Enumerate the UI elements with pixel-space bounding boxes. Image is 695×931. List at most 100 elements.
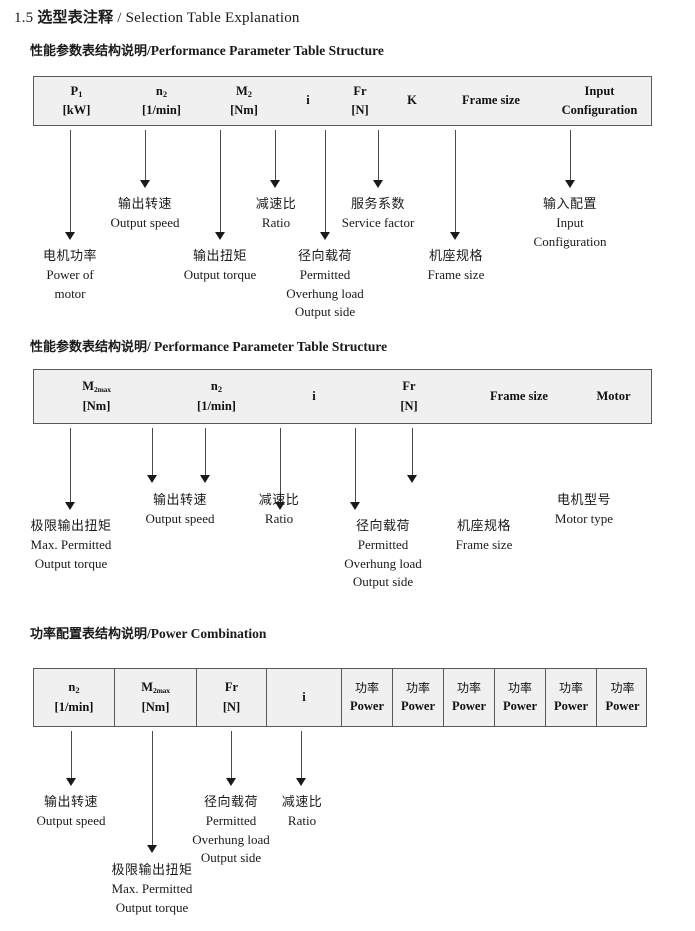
table3-col-power-3-en: Power <box>451 699 486 714</box>
note-max-permitted-output-torque-en-2: Output torque <box>34 555 108 571</box>
note-max-permitted-output-torque-3-cn: 极限输出扭矩 <box>111 863 193 878</box>
table3-col-n2: n2 [1/min] <box>34 669 114 726</box>
note-overhung-load-2-cn: 径向载荷 <box>355 519 410 534</box>
arrow-power-of-motor <box>65 130 76 240</box>
section-2-heading-separator: / <box>147 339 151 354</box>
table3-col-m2max-unit: [Nm] <box>141 699 170 714</box>
note-max-permitted-output-torque-3: 极限输出扭矩 Max. Permitted Output torque <box>111 862 192 917</box>
note-output-speed-2-cn: 输出转速 <box>152 493 207 508</box>
table3-col-m2max-symbol: M2max <box>141 680 170 696</box>
arrow-max-permitted-output-torque <box>65 428 76 510</box>
table3-col-power-4: 功率 Power <box>494 669 545 726</box>
page-title-separator: / <box>117 10 122 26</box>
note-output-speed-2: 输出转速 Output speed <box>146 492 215 529</box>
table3-col-i-symbol: i <box>302 689 306 704</box>
table2-col-motor-label: Motor <box>596 388 631 403</box>
note-motor-type: 电机型号 Motor type <box>555 492 613 529</box>
table1-col-n2-symbol: n2 <box>155 83 168 99</box>
power-combination-table-header: n2 [1/min] M2max [Nm] Fr [N] i 功率 Power … <box>33 668 647 727</box>
performance-parameter-table-2-header: M2max [Nm] n2 [1/min] i Fr [N] Frame siz… <box>33 369 652 424</box>
table2-col-n2-symbol: n2 <box>210 379 223 395</box>
note-ratio-cn: 减速比 <box>255 197 297 212</box>
note-output-torque-cn: 输出扭矩 <box>192 249 248 264</box>
table1-col-p1-unit: [kW] <box>62 103 91 117</box>
note-max-permitted-output-torque: 极限输出扭矩 Max. Permitted Output torque <box>30 518 111 573</box>
table3-col-fr-unit: [N] <box>222 699 241 714</box>
note-ratio-en-1: Ratio <box>261 215 291 231</box>
section-2-heading-chinese: 性能参数表结构说明 <box>30 340 148 355</box>
table2-col-i: i <box>274 370 354 423</box>
table1-col-fr-unit: [N] <box>351 103 369 117</box>
note-overhung-load-2-en-1: Permitted <box>357 537 409 553</box>
note-overhung-load-cn: 径向载荷 <box>297 249 352 264</box>
table3-col-m2max: M2max [Nm] <box>114 669 196 726</box>
note-overhung-load-en-3: Output side <box>294 304 356 320</box>
arrow-output-speed-2 <box>147 428 158 483</box>
table1-col-i-symbol: i <box>306 93 310 108</box>
note-output-speed-cn: 输出转速 <box>117 197 172 212</box>
table3-col-power-2: 功率 Power <box>392 669 443 726</box>
arrow-frame-size <box>450 130 461 240</box>
table1-col-p1-symbol: P1 <box>70 83 83 99</box>
note-overhung-load-3-en-3: Output side <box>200 850 262 866</box>
section-3-heading-separator: / <box>147 626 151 641</box>
arrow-ratio-2 <box>200 428 211 483</box>
table1-col-n2: n2 [1/min] <box>119 77 204 125</box>
table3-col-power-1: 功率 Power <box>341 669 392 726</box>
table2-col-m2max: M2max [Nm] <box>34 370 159 423</box>
note-input-configuration-cn: 输入配置 <box>542 197 597 212</box>
note-ratio-2: 减速比 Ratio <box>259 492 300 529</box>
note-frame-size-2-en-1: Frame size <box>455 537 513 553</box>
performance-parameter-table-1-header: P1 [kW] n2 [1/min] M2 [Nm] i Fr [N] K Fr… <box>33 76 652 126</box>
note-power-of-motor-en-2: motor <box>54 285 86 301</box>
note-power-of-motor: 电机功率 Power of motor <box>43 248 97 303</box>
page-title-chinese: 选型表注释 <box>37 8 114 26</box>
table3-col-power-1-cn: 功率 <box>354 680 379 695</box>
table3-col-power-2-en: Power <box>400 699 435 714</box>
note-max-permitted-output-torque-cn: 极限输出扭矩 <box>30 519 112 534</box>
table1-col-m2: M2 [Nm] <box>204 77 284 125</box>
note-output-speed-2-en-1: Output speed <box>145 511 215 527</box>
table3-col-power-1-en: Power <box>349 699 384 714</box>
note-motor-type-cn: 电机型号 <box>556 493 612 508</box>
table1-col-frame-size: Frame size <box>436 77 546 125</box>
page-title-english: Selection Table Explanation <box>125 10 300 26</box>
note-overhung-load: 径向载荷 Permitted Overhung load Output side <box>286 248 364 322</box>
note-input-configuration: 输入配置 Input Configuration <box>534 196 607 251</box>
note-input-configuration-en-1: Input <box>556 215 584 231</box>
note-max-permitted-output-torque-en-1: Max. Permitted <box>30 537 112 553</box>
section-1-heading-english: Performance Parameter Table Structure <box>150 43 384 58</box>
table3-col-power-5-en: Power <box>553 699 588 714</box>
table2-col-n2: n2 [1/min] <box>159 370 274 423</box>
table2-col-fr: Fr [N] <box>354 370 464 423</box>
table3-col-power-6-en: Power <box>605 699 640 714</box>
table2-col-frame-size: Frame size <box>464 370 574 423</box>
note-overhung-load-2: 径向载荷 Permitted Overhung load Output side <box>344 518 422 592</box>
note-service-factor-en-1: Service factor <box>341 215 415 231</box>
section-number: 1.5 <box>14 10 34 26</box>
arrow-overhung-load-3 <box>226 731 237 786</box>
table2-col-m2max-unit: [Nm] <box>82 398 111 413</box>
note-max-permitted-output-torque-3-en-2: Output torque <box>115 899 189 915</box>
note-overhung-load-en-1: Permitted <box>299 267 351 283</box>
table3-col-fr: Fr [N] <box>196 669 266 726</box>
table1-col-k-symbol: K <box>407 93 417 108</box>
arrow-input-configuration <box>565 130 576 188</box>
note-ratio-2-cn: 减速比 <box>258 493 300 508</box>
note-output-speed: 输出转速 Output speed <box>111 196 180 233</box>
table3-col-power-6: 功率 Power <box>596 669 648 726</box>
table2-col-motor: Motor <box>574 370 653 423</box>
section-1-heading-separator: / <box>147 43 151 58</box>
note-output-speed-3: 输出转速 Output speed <box>37 794 106 831</box>
note-service-factor-cn: 服务系数 <box>350 197 406 212</box>
section-3-heading: 功率配置表结构说明/Power Combination <box>30 623 266 642</box>
table1-col-n2-unit: [1/min] <box>142 103 181 117</box>
note-frame-size-en-1: Frame size <box>427 267 485 283</box>
note-ratio-3-en-1: Ratio <box>287 813 317 829</box>
arrow-output-speed <box>140 130 151 188</box>
note-ratio-3-cn: 减速比 <box>281 795 323 810</box>
section-2-heading: 性能参数表结构说明/ Performance Parameter Table S… <box>30 336 387 355</box>
arrow-overhung-load <box>320 130 331 240</box>
note-power-of-motor-cn: 电机功率 <box>42 249 98 264</box>
table3-col-power-4-en: Power <box>502 699 537 714</box>
